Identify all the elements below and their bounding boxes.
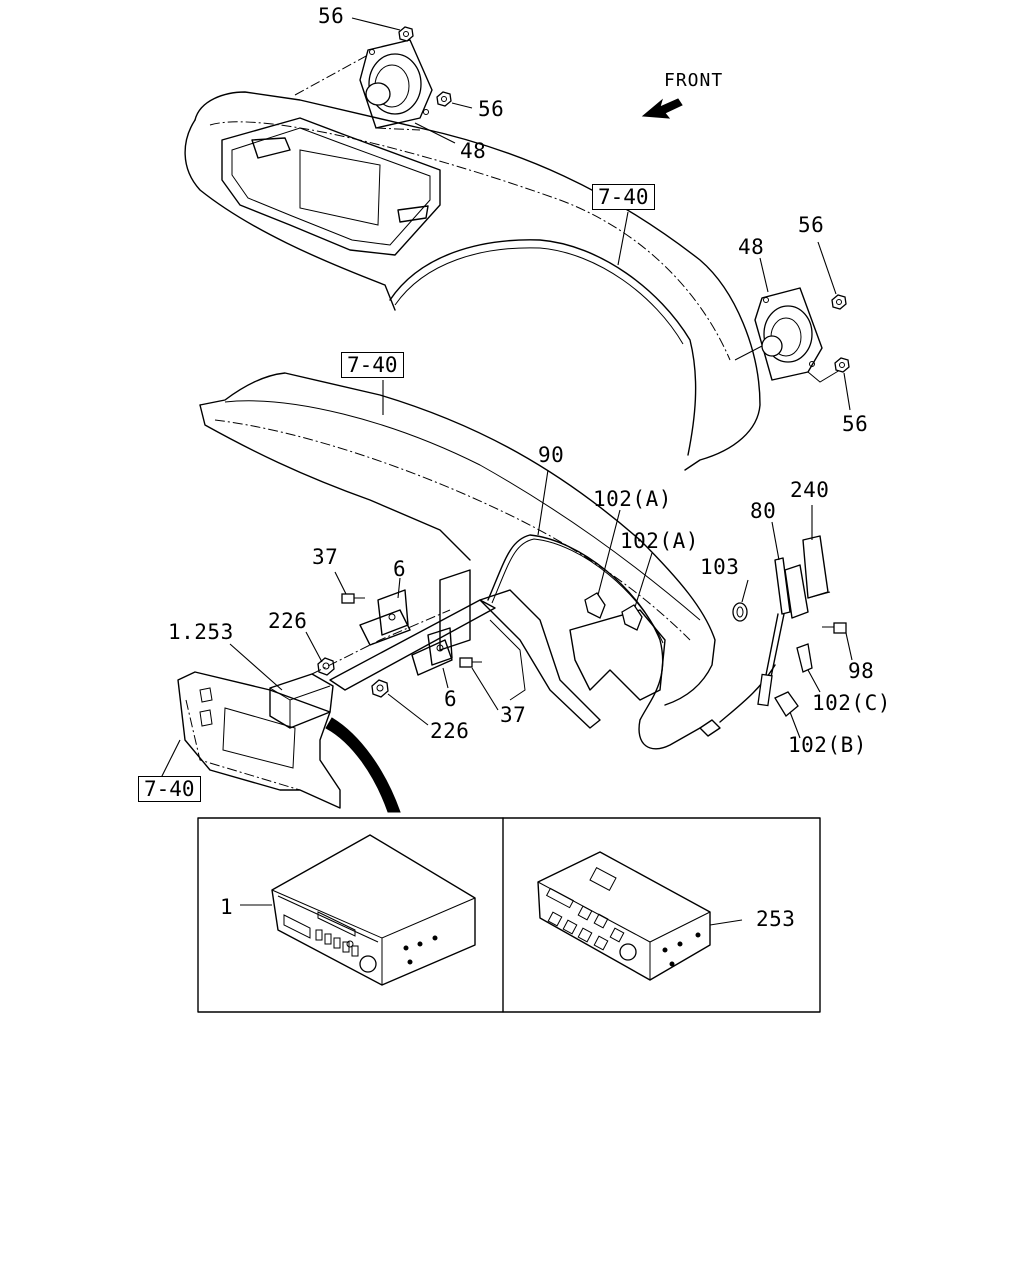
nut-56-top-left-icon	[398, 26, 414, 42]
ref-box-upper-panel[interactable]: 7-40	[592, 184, 655, 210]
callout-56-top-mid[interactable]: 56	[478, 97, 505, 121]
callout-6-right[interactable]: 6	[444, 687, 458, 711]
callout-1-253[interactable]: 1.253	[168, 620, 234, 644]
ref-box-lower-dash[interactable]: 7-40	[341, 352, 404, 378]
nut-56-right-lower-icon	[834, 357, 850, 373]
bolt-98-icon	[822, 622, 847, 634]
callout-56-right-upper[interactable]: 56	[798, 213, 825, 237]
speaker-left	[294, 39, 433, 131]
upper-instrument-panel	[184, 91, 761, 471]
antenna-cable	[487, 534, 776, 750]
screw-37-right-icon	[459, 657, 482, 668]
callout-1[interactable]: 1	[220, 895, 234, 919]
nut-226-upper-icon	[317, 657, 335, 676]
callout-37-right[interactable]: 37	[500, 703, 527, 727]
callout-226-lower[interactable]: 226	[430, 719, 470, 743]
clip-102a-1-icon	[584, 592, 606, 619]
detail-pointer-arrow	[325, 717, 401, 813]
callout-6-left[interactable]: 6	[393, 557, 407, 581]
callout-102a-1[interactable]: 102(A)	[593, 487, 672, 511]
screw-37-left-icon	[341, 593, 365, 604]
nut-56-top-mid-icon	[436, 91, 452, 107]
bracket-right	[411, 627, 453, 676]
antenna-rod	[757, 557, 791, 707]
radio-unit-1	[240, 834, 476, 986]
leader-lines	[159, 17, 853, 781]
callout-102a-2[interactable]: 102(A)	[620, 529, 699, 553]
detail-inset	[197, 817, 821, 1013]
callout-48-right[interactable]: 48	[738, 235, 765, 259]
cross-member	[329, 569, 666, 729]
antenna-bracket	[784, 535, 831, 619]
radio-unit-253	[537, 851, 743, 981]
callout-98[interactable]: 98	[848, 659, 875, 683]
bezel-panel	[177, 671, 341, 809]
front-arrow-icon	[641, 98, 683, 119]
callout-102c[interactable]: 102(C)	[812, 691, 891, 715]
callout-80[interactable]: 80	[750, 499, 777, 523]
clip-102a-2-icon	[621, 604, 643, 631]
callout-90[interactable]: 90	[538, 443, 565, 467]
callout-240[interactable]: 240	[790, 478, 830, 502]
callout-48-left[interactable]: 48	[460, 139, 487, 163]
callout-102b[interactable]: 102(B)	[788, 733, 867, 757]
clip-102c-icon	[796, 643, 813, 673]
speaker-right	[734, 287, 841, 383]
bracket-left	[359, 589, 411, 646]
callout-37-left[interactable]: 37	[312, 545, 339, 569]
ref-box-bezel[interactable]: 7-40	[138, 776, 201, 802]
callout-226-upper[interactable]: 226	[268, 609, 308, 633]
grommet-103-icon	[732, 602, 748, 622]
front-direction-label: FRONT	[664, 70, 724, 91]
clip-102b-icon	[774, 691, 799, 717]
lower-dash-panel	[199, 372, 716, 706]
nut-56-right-upper-icon	[831, 294, 847, 310]
callout-56-right-lower[interactable]: 56	[842, 412, 869, 436]
nut-226-lower-icon	[371, 679, 389, 698]
callout-56-top-left[interactable]: 56	[318, 4, 345, 28]
callout-103[interactable]: 103	[700, 555, 740, 579]
callout-253[interactable]: 253	[756, 907, 796, 931]
